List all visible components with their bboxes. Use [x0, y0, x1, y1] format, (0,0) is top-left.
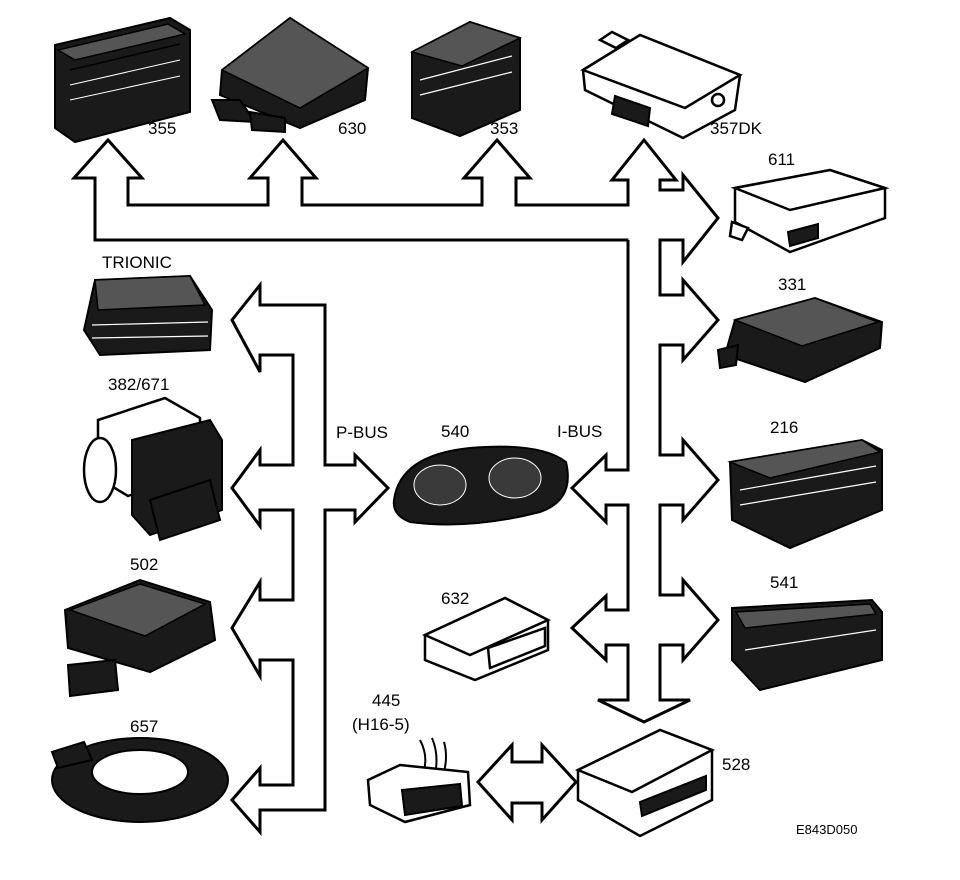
label-445: 445: [372, 691, 400, 710]
module-445-drawing: [366, 737, 472, 824]
diagnostic-double-arrow: [475, 741, 579, 824]
label-355: 355: [148, 119, 176, 138]
label-611: 611: [768, 150, 795, 169]
module-trionic-drawing: [82, 274, 214, 357]
label-trionic: TRIONIC: [102, 253, 172, 272]
label-502: 502: [130, 555, 158, 574]
module-357dk-drawing: [580, 30, 743, 140]
module-502-drawing: [63, 578, 217, 698]
figure-code: E843D050: [796, 822, 857, 837]
i-bus-right-trunk: [569, 170, 720, 724]
module-541-drawing: [731, 598, 883, 692]
label-632: 632: [441, 589, 469, 608]
label-357dk: 357DK: [710, 119, 763, 138]
module-611-drawing: [728, 168, 890, 254]
label-540: 540: [441, 422, 469, 441]
module-632-drawing: [421, 596, 551, 682]
label-445-sub: (H16-5): [352, 715, 410, 734]
p-bus-label: P-BUS: [336, 423, 388, 442]
label-528: 528: [722, 755, 750, 774]
top-bus-outline: [70, 137, 680, 242]
label-657: 657: [130, 717, 158, 736]
module-353-drawing: [409, 20, 523, 138]
i-bus-label: I-BUS: [557, 422, 602, 441]
label-353: 353: [490, 119, 518, 138]
module-630-drawing: [210, 16, 370, 134]
label-541: 541: [770, 573, 798, 592]
module-528-drawing: [574, 728, 716, 838]
module-657-drawing: [50, 737, 229, 823]
p-bus-trunk: [230, 280, 391, 836]
module-355-drawing: [54, 16, 191, 144]
label-630: 630: [338, 119, 366, 138]
label-216: 216: [770, 418, 798, 437]
module-382-671-drawing: [82, 396, 223, 542]
module-540-drawing: [392, 445, 569, 526]
label-382-671: 382/671: [108, 375, 169, 394]
module-216-drawing: [727, 438, 883, 550]
module-331-drawing: [716, 296, 884, 384]
label-331: 331: [778, 275, 806, 294]
